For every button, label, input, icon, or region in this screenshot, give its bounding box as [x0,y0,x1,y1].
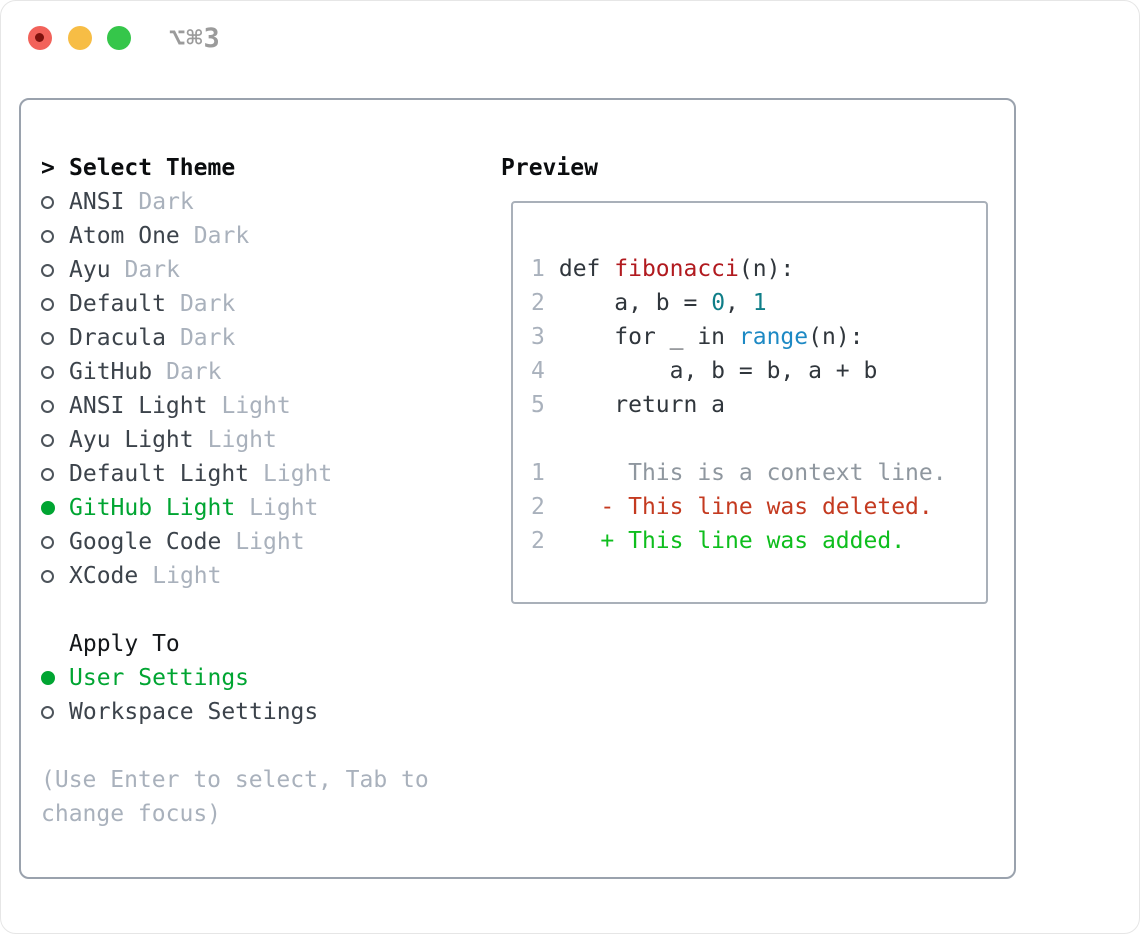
radio-icon [41,399,54,413]
theme-name: Default [69,291,166,317]
window-title: ⌥⌘3 [169,23,221,54]
code-line: 5 return a [531,392,726,418]
line-number [531,426,545,452]
theme-name: ANSI [69,189,125,215]
theme-name: Atom One [69,223,180,249]
radio-icon [41,297,54,311]
line-number: 1 [531,256,545,282]
left-column: > Select Theme ANSI Dark Atom One Dark A… [41,151,453,831]
radio-icon [41,501,55,515]
apply-to-section: Apply To User Settings Workspace Setting… [41,627,453,729]
line-number: 4 [531,358,545,384]
radio-icon [41,263,54,277]
theme-selector-panel: > Select Theme ANSI Dark Atom One Dark A… [19,98,1016,879]
theme-name: XCode [69,563,139,589]
theme-name: ANSI Light [69,393,208,419]
line-number: 5 [531,392,545,418]
theme-name: Ayu Light [69,427,194,453]
line-number: 2 [531,494,545,520]
radio-icon [41,535,54,549]
theme-name: Dracula [69,325,166,351]
apply-option-workspace-settings[interactable]: Workspace Settings [41,695,453,729]
line-number: 2 [531,290,545,316]
theme-variant-tag: Light [235,529,305,555]
theme-item-xcode[interactable]: XCode Light [41,559,453,593]
theme-item-github-light[interactable]: GitHub Light Light [41,491,453,525]
theme-item-default-light[interactable]: Default Light Light [41,457,453,491]
code-line: 3 for _ in range(n): [531,324,864,350]
theme-variant-tag: Light [152,563,222,589]
apply-option-user-settings[interactable]: User Settings [41,661,453,695]
prompt-icon: > [41,155,55,181]
radio-icon [41,433,54,447]
theme-list: ANSI Dark Atom One Dark Ayu Dark Default… [41,185,453,593]
theme-item-dracula[interactable]: Dracula Dark [41,321,453,355]
radio-icon [41,467,54,481]
radio-icon [41,365,54,379]
theme-name: Default Light [69,461,250,487]
zoom-button[interactable] [107,26,131,50]
code-line: 2 - This line was deleted. [531,494,933,520]
theme-variant-tag: Dark [124,257,180,283]
apply-option-label: Workspace Settings [69,699,319,725]
theme-name: Ayu [69,257,111,283]
theme-item-github[interactable]: GitHub Dark [41,355,453,389]
select-theme-title: Select Theme [69,155,236,181]
line-number: 2 [531,528,545,554]
theme-name: GitHub [69,359,153,385]
theme-name: GitHub Light [69,495,236,521]
theme-variant-tag: Light [207,427,277,453]
line-number: 1 [531,460,545,486]
code-line [531,422,986,456]
theme-variant-tag: Dark [179,291,236,317]
theme-item-ansi[interactable]: ANSI Dark [41,185,453,219]
line-number: 3 [531,324,545,350]
radio-icon [41,569,54,583]
theme-variant-tag: Dark [193,223,250,249]
minimize-button[interactable] [68,26,92,50]
theme-variant-tag: Dark [179,325,236,351]
code-line: 1 This is a context line. [531,460,947,486]
theme-item-atom-one[interactable]: Atom One Dark [41,219,453,253]
apply-option-label: User Settings [69,665,250,691]
close-button[interactable] [28,26,52,50]
theme-item-ayu[interactable]: Ayu Dark [41,253,453,287]
apply-to-title: Apply To [69,631,180,657]
radio-icon [41,331,54,345]
radio-icon [41,195,54,209]
theme-variant-tag: Light [221,393,291,419]
code-line: 2 a, b = 0, 1 [531,290,767,316]
theme-item-ayu-light[interactable]: Ayu Light Light [41,423,453,457]
code-line: 4 a, b = b, a + b [531,358,878,384]
select-theme-header: > Select Theme [41,151,453,185]
radio-icon [41,229,54,243]
title-bar: ⌥⌘3 [1,1,1139,76]
theme-name: Google Code [69,529,222,555]
theme-variant-tag: Light [263,461,333,487]
theme-variant-tag: Light [249,495,319,521]
code-line: 2 + This line was added. [531,528,906,554]
keyboard-hint: (Use Enter to select, Tab to change focu… [41,767,429,827]
apply-to-list: User Settings Workspace Settings [41,661,453,729]
theme-variant-tag: Dark [166,359,222,385]
radio-icon [41,671,55,685]
theme-item-default[interactable]: Default Dark [41,287,453,321]
theme-variant-tag: Dark [138,189,194,215]
radio-icon [41,705,54,719]
theme-item-google-code[interactable]: Google Code Light [41,525,453,559]
theme-item-ansi-light[interactable]: ANSI Light Light [41,389,453,423]
preview-title: Preview [501,155,598,181]
apply-to-header: Apply To [41,627,453,661]
